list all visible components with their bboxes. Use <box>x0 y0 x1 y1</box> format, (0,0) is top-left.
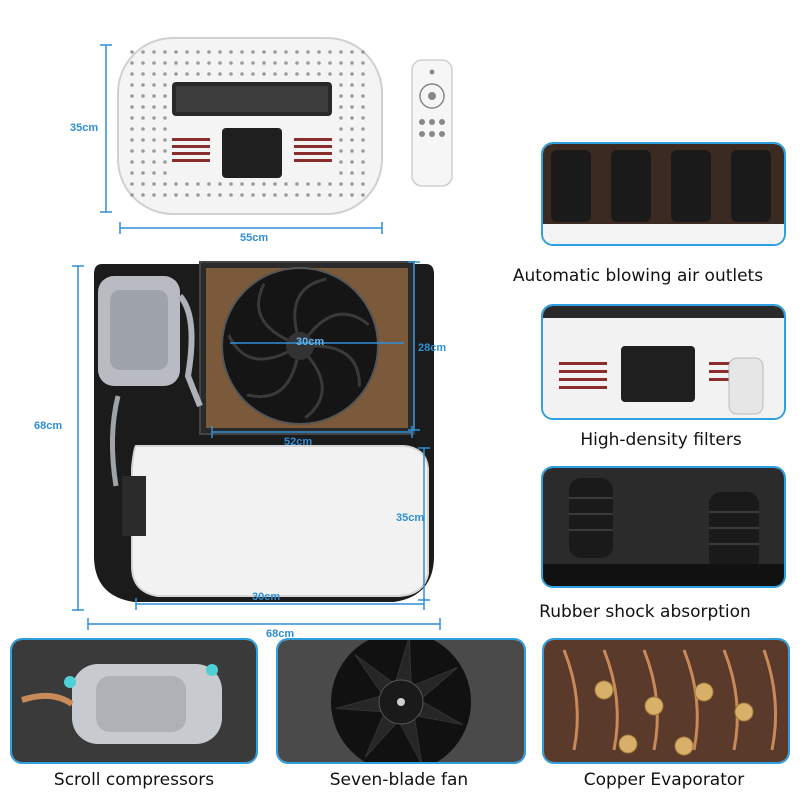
dim-top-width: 55cm <box>240 232 269 244</box>
filters-photo <box>541 304 786 420</box>
dim-tank-width: 30cm <box>252 591 281 603</box>
air-outlets-photo <box>541 142 786 246</box>
shock-absorption-photo <box>541 466 786 588</box>
dim-fan-height: 28cm <box>418 342 447 354</box>
caption-filters: High-density filters <box>580 430 742 450</box>
caption-shock: Rubber shock absorption <box>539 602 751 622</box>
caption-air-outlets: Automatic blowing air outlets <box>512 266 764 286</box>
fan-photo <box>276 638 526 764</box>
top-unit-photo <box>110 30 390 220</box>
dim-body-height: 68cm <box>34 420 63 432</box>
unit-interior-photo <box>88 256 440 610</box>
dim-tank-height: 35cm <box>396 512 425 524</box>
evaporator-photo <box>542 638 790 764</box>
dim-fan-span: 52cm <box>284 436 313 448</box>
caption-fan: Seven-blade fan <box>329 770 469 790</box>
dim-body-width: 68cm <box>266 628 295 640</box>
caption-compressor: Scroll compressors <box>53 770 215 790</box>
remote-control <box>408 58 456 188</box>
dim-fan-width: 30cm <box>296 336 325 348</box>
dim-top-height: 35cm <box>70 122 99 134</box>
caption-evaporator: Copper Evaporator <box>583 770 745 790</box>
compressor-photo <box>10 638 258 764</box>
